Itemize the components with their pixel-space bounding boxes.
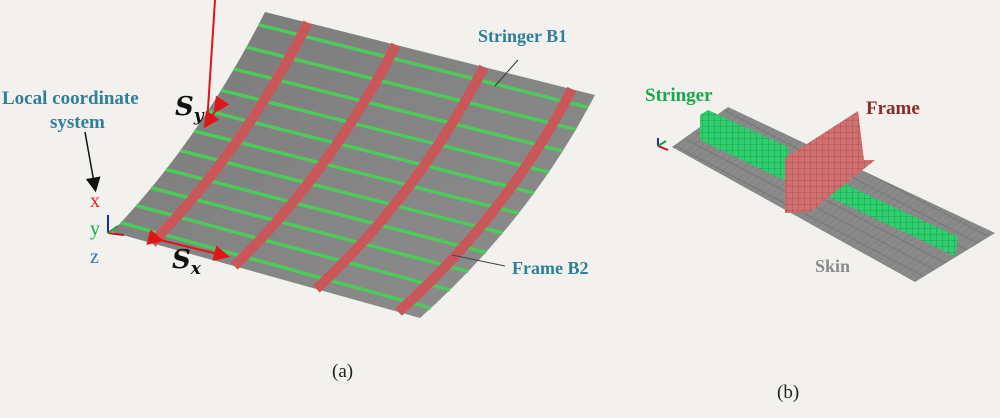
triad-b-x <box>657 145 669 151</box>
frame-b2-label: Frame B2 <box>512 258 589 278</box>
stringer-9 <box>150 186 469 274</box>
stringer-7 <box>179 148 504 235</box>
skin-label: Skin <box>815 256 851 276</box>
axis-label-z: z <box>90 246 99 268</box>
triad-y-axis <box>107 225 119 234</box>
stringer-8 <box>165 167 487 255</box>
stringer-10 <box>135 203 451 292</box>
frame-4 <box>395 86 577 316</box>
sy-subscript: y <box>193 106 204 126</box>
sy-symbol: S <box>175 92 194 122</box>
sx-symbol: S <box>172 245 191 275</box>
stringer-pointer-line <box>494 59 519 87</box>
caption-a: (a) <box>332 361 354 382</box>
sx-dimension-label: Sx <box>172 245 201 279</box>
frame-mesh <box>785 111 875 213</box>
frame-3 <box>312 64 489 293</box>
frame-label: Frame <box>866 98 920 119</box>
sx-subscript: x <box>190 259 201 279</box>
stringer-mesh-front <box>700 110 788 182</box>
axis-label-y: y <box>90 218 100 240</box>
sy-dimension-label: Sy <box>175 92 204 126</box>
stringer-5 <box>207 109 535 195</box>
axis-label-x: x <box>90 190 100 212</box>
frame-pointer-line <box>451 254 506 267</box>
sx-dimension-arrow <box>146 229 230 261</box>
panel-b-fe-model <box>657 107 995 282</box>
triad-x-axis <box>107 232 125 236</box>
stringer-4 <box>220 88 550 174</box>
stringer-b1-label: Stringer B1 <box>478 26 568 46</box>
caption-b: (b) <box>777 382 800 403</box>
stringers-group <box>120 23 589 310</box>
coordinate-system-label-line1: Local coordinate <box>2 88 139 109</box>
stringer-label: Stringer <box>645 85 713 106</box>
frames-group <box>148 20 577 316</box>
stringer-mesh-rear <box>825 178 958 256</box>
coordinate-system-label-line2: system <box>50 112 105 133</box>
frame-1 <box>148 20 313 247</box>
stringer-6 <box>193 129 520 215</box>
stringer-2 <box>245 45 577 132</box>
panel-a-stiffened-panel <box>84 0 595 318</box>
coordinate-pointer-arrow <box>84 131 101 193</box>
triad-b-y <box>657 140 667 147</box>
frame-2 <box>230 42 401 270</box>
stringer-1 <box>258 23 589 110</box>
sy-dimension-arrow-2 <box>203 95 230 129</box>
stringer-3 <box>233 67 564 153</box>
